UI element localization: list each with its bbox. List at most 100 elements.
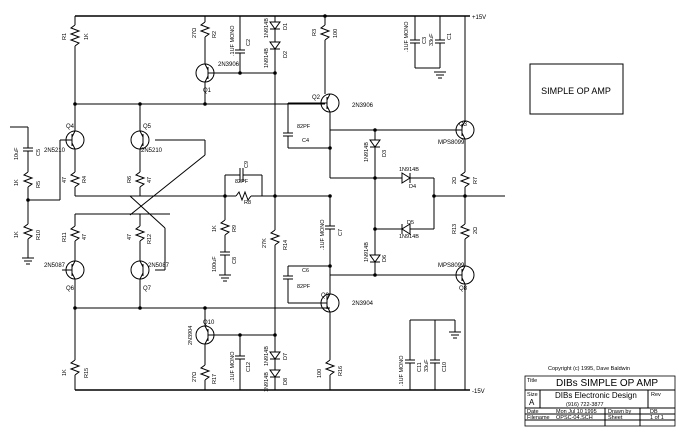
component-label: 1N914B bbox=[264, 346, 270, 366]
component-label: .1UF MONO bbox=[230, 25, 236, 56]
component-label: Size bbox=[527, 392, 538, 398]
wire-segment bbox=[129, 154, 206, 216]
component-label: Q8 bbox=[459, 286, 468, 292]
junction-dot bbox=[373, 128, 377, 132]
component-label: R12 bbox=[147, 234, 153, 244]
junction-dot bbox=[203, 102, 207, 106]
wire-segment bbox=[326, 93, 331, 101]
component-label: D8 bbox=[283, 378, 289, 385]
wire-segment bbox=[139, 272, 144, 280]
component-label: R13 bbox=[452, 224, 458, 234]
resistor-r15 bbox=[69, 359, 81, 376]
diode-d3 bbox=[369, 139, 381, 148]
label-box bbox=[529, 63, 624, 115]
component-label: 47 bbox=[147, 177, 153, 183]
wire-segment bbox=[204, 63, 209, 71]
junction-dot bbox=[138, 102, 142, 106]
component-label: R3 bbox=[312, 29, 318, 36]
component-label: R14 bbox=[283, 240, 289, 250]
component-label: C9 bbox=[244, 161, 250, 168]
diode-d8 bbox=[269, 369, 281, 378]
component-label: 100uF bbox=[212, 256, 218, 272]
junction-dot bbox=[373, 273, 377, 277]
component-label: D3 bbox=[382, 150, 388, 157]
junction-dot bbox=[463, 194, 467, 198]
component-label: R6 bbox=[127, 176, 133, 183]
component-label: D5 bbox=[407, 220, 414, 226]
component-label: 47 bbox=[82, 234, 88, 240]
component-label: 2Ω bbox=[473, 227, 479, 234]
junction-dot bbox=[328, 146, 332, 150]
component-label: A bbox=[529, 398, 535, 407]
component-label: R16 bbox=[338, 366, 344, 376]
component-label: Drawn by bbox=[608, 409, 631, 415]
junction-dot bbox=[238, 71, 242, 75]
component-label: 1K bbox=[14, 179, 20, 186]
component-label: Q9 bbox=[321, 293, 330, 299]
copyright-text: Copyright (c) 1995, Dave Baldwin bbox=[548, 366, 630, 372]
component-label: R7 bbox=[473, 177, 479, 184]
diode-d2 bbox=[269, 41, 281, 50]
component-label: 33uF bbox=[429, 33, 435, 46]
component-label: 1N914B bbox=[399, 167, 419, 173]
component-label: 27Ω bbox=[192, 372, 198, 382]
wire-segment bbox=[71, 260, 76, 268]
component-label: 1N914B bbox=[264, 18, 270, 38]
component-label: 1N914B bbox=[264, 372, 270, 392]
junction-dot bbox=[328, 194, 332, 198]
resistor-r8 bbox=[235, 190, 252, 202]
diode-d6 bbox=[369, 254, 381, 263]
wire-segment bbox=[129, 195, 166, 229]
resistor-r4 bbox=[69, 171, 81, 188]
component-label: Filename bbox=[527, 415, 550, 421]
component-label: 47 bbox=[127, 234, 133, 240]
component-label: 82PF bbox=[297, 284, 311, 290]
component-label: 1N914B bbox=[364, 142, 370, 162]
component-label: Sheet bbox=[608, 415, 623, 421]
component-label: Rev bbox=[651, 392, 661, 398]
component-label: 1N914B bbox=[364, 242, 370, 262]
component-label: R17 bbox=[212, 374, 218, 384]
component-label: .1UF MONO bbox=[404, 21, 410, 52]
resistor-r16 bbox=[324, 359, 336, 376]
wire-segment bbox=[461, 120, 466, 128]
component-label: R2 bbox=[212, 31, 218, 38]
title-text: DIBs SIMPLE OP AMP bbox=[556, 378, 658, 389]
resistor-r14 bbox=[269, 229, 281, 246]
component-label: 27Ω bbox=[192, 28, 198, 38]
component-label: Title bbox=[527, 378, 537, 384]
component-label: 82PF bbox=[297, 124, 311, 130]
junction-dot bbox=[203, 306, 207, 310]
component-label: C5 bbox=[36, 149, 42, 156]
wire-segment bbox=[326, 293, 331, 301]
component-label: D1 bbox=[283, 23, 289, 30]
resistor-r2 bbox=[199, 21, 211, 38]
wire-segment bbox=[204, 75, 209, 83]
component-label: .1UF MONO bbox=[230, 351, 236, 382]
component-label: 2N5087 bbox=[148, 263, 170, 269]
wire-segment bbox=[204, 325, 209, 333]
component-label: R15 bbox=[84, 368, 90, 378]
resistor-r11 bbox=[69, 225, 81, 242]
wire-segment bbox=[71, 272, 76, 280]
component-label: .1UF MONO bbox=[399, 355, 405, 386]
junction-dot bbox=[73, 306, 77, 310]
component-label: C4 bbox=[302, 138, 309, 144]
wire-segment bbox=[71, 130, 76, 138]
component-label: MPS8099 bbox=[438, 140, 465, 146]
q4-val: 2N5210 bbox=[44, 148, 66, 154]
component-label: 1K bbox=[62, 369, 68, 376]
component-label: C12 bbox=[246, 362, 252, 372]
component-label: C3 bbox=[422, 37, 428, 44]
component-label: R8 bbox=[244, 200, 251, 206]
component-label: C2 bbox=[246, 39, 252, 46]
component-label: 2Ω bbox=[452, 177, 458, 184]
diode-d7 bbox=[269, 351, 281, 360]
resistor-r12 bbox=[134, 225, 146, 242]
title-block: Title DIBs SIMPLE OP AMP Size A DIBs Ele… bbox=[524, 375, 676, 427]
wire-segment bbox=[71, 142, 76, 150]
component-label: R9 bbox=[232, 225, 238, 232]
component-label: (916) 722-3877 bbox=[566, 402, 604, 408]
